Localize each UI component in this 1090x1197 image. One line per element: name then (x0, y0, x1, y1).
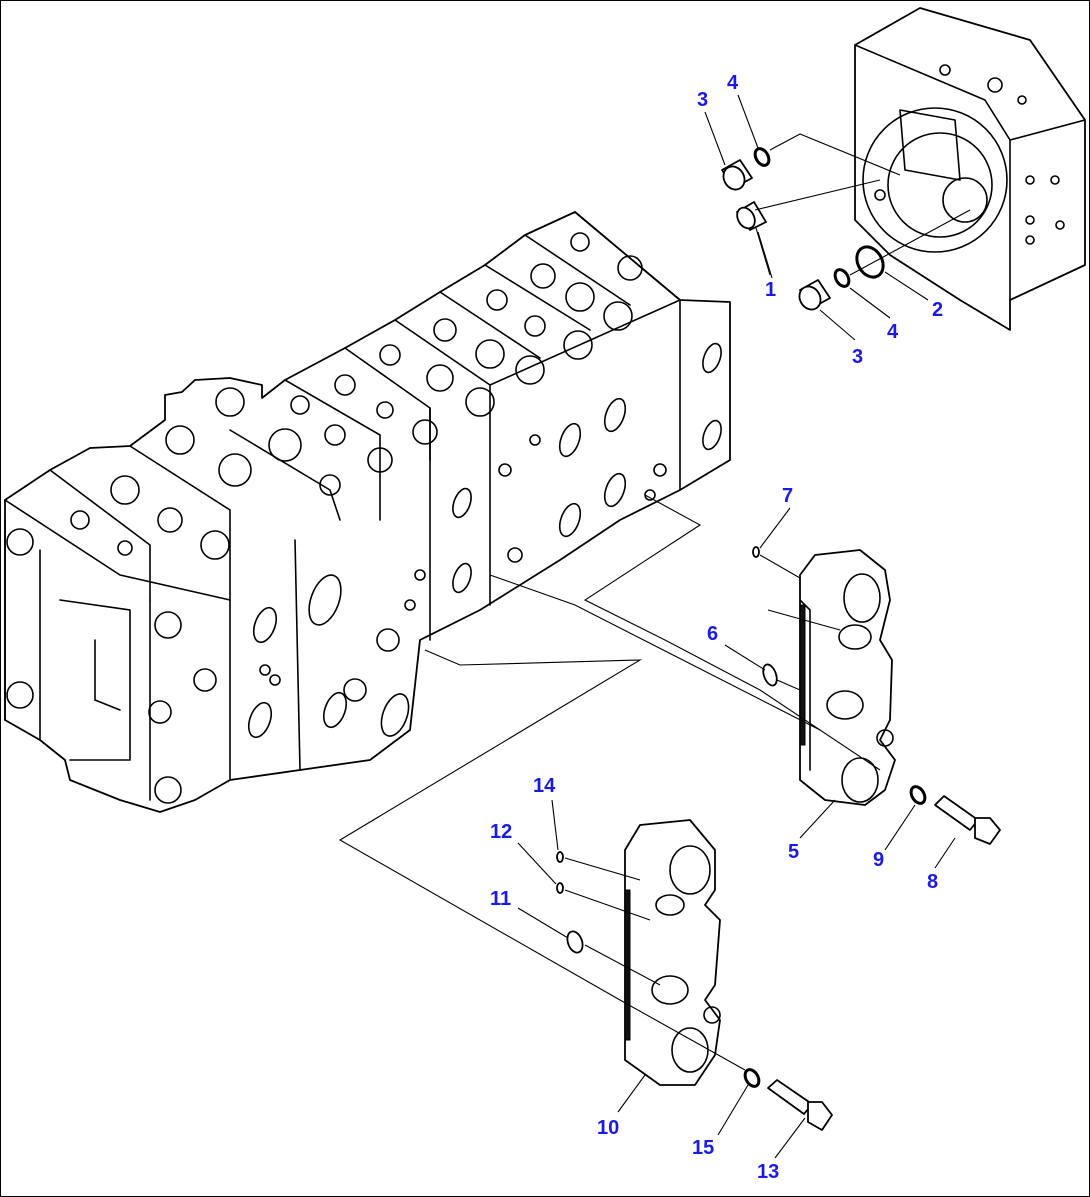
washer-9 (909, 785, 927, 805)
callout-7: 7 (782, 485, 793, 507)
check-valve-1 (736, 201, 767, 231)
washer-15 (743, 1068, 761, 1088)
leader-lines (517, 94, 956, 1159)
cover-5 (799, 549, 896, 806)
oring-2 (855, 245, 885, 279)
callout-12: 12 (490, 821, 512, 843)
oring-11 (566, 930, 584, 954)
callout-1: 1 (765, 279, 776, 301)
oring-4-upper (753, 147, 771, 167)
callout-9: 9 (873, 849, 884, 871)
callout-11: 11 (490, 888, 511, 910)
callout-2: 2 (932, 299, 943, 321)
callout-14: 13 (757, 1161, 779, 1183)
callout-3-lower: 3 (852, 346, 863, 368)
callout-4-upper: 4 (727, 72, 739, 94)
callout-3-upper: 3 (697, 89, 708, 111)
callout-5: 5 (788, 841, 799, 863)
callout-labels: 3 4 1 2 3 4 7 6 5 9 8 14 12 11 10 15 13 (490, 72, 943, 1183)
oring-6 (762, 663, 778, 687)
control-valve-assembly (4, 211, 731, 813)
bolt-8 (934, 795, 1001, 845)
bolt-14 (767, 1079, 833, 1131)
oring-4-lower (833, 268, 851, 288)
callout-4-lower: 4 (887, 321, 899, 343)
callout-6: 6 (707, 623, 718, 645)
oring-12 (556, 882, 564, 894)
callout-8: 8 (927, 871, 938, 893)
cover-10 (624, 819, 721, 1086)
oring-13 (556, 851, 564, 863)
callout-13: 14 (533, 775, 556, 797)
callout-15: 15 (692, 1137, 714, 1159)
valve-section-block (854, 7, 1086, 331)
oring-7 (752, 546, 760, 558)
callout-10: 10 (597, 1117, 619, 1139)
plug-3-lower (798, 279, 831, 311)
plug-3-upper (721, 159, 753, 191)
